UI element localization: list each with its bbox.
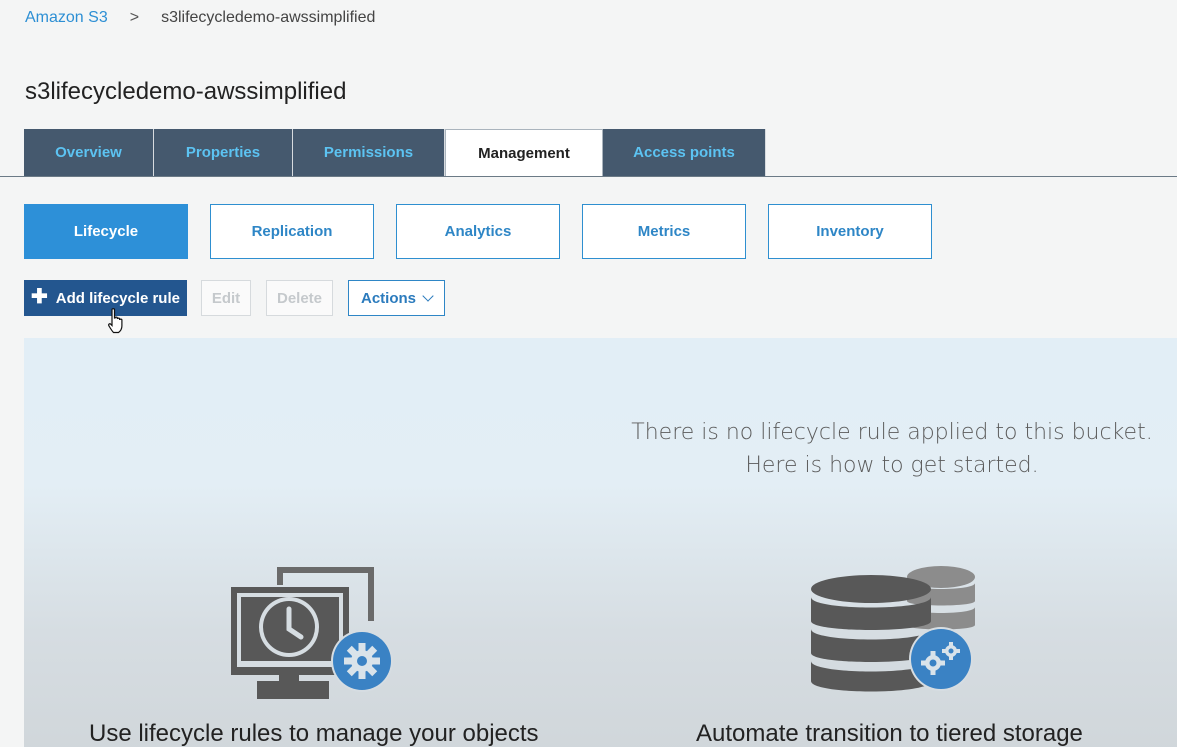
tab-permissions[interactable]: Permissions xyxy=(293,129,445,176)
empty-state-message: There is no lifecycle rule applied to th… xyxy=(624,416,1160,482)
page-title: s3lifecycledemo-awssimplified xyxy=(25,78,347,105)
breadcrumb-separator: > xyxy=(129,9,140,26)
monitor-clock-gear-icon xyxy=(231,567,393,699)
delete-button[interactable]: Delete xyxy=(266,280,333,316)
hand-pointer-cursor-icon xyxy=(108,308,123,334)
tab-divider xyxy=(0,176,1177,177)
subtab-inventory[interactable]: Inventory xyxy=(768,204,932,259)
lifecycle-toolbar: ✚ Add lifecycle rule Edit Delete Actions xyxy=(24,280,445,316)
chevron-down-icon xyxy=(422,289,434,302)
subtab-analytics[interactable]: Analytics xyxy=(396,204,560,259)
management-subtabs: Lifecycle Replication Analytics Metrics … xyxy=(24,204,932,259)
actions-label: Actions xyxy=(360,289,416,307)
subtab-replication[interactable]: Replication xyxy=(210,204,374,259)
feature-tiered-storage xyxy=(654,563,1134,699)
breadcrumb-amazon-s3-link[interactable]: Amazon S3 xyxy=(25,9,108,26)
database-gear-icon xyxy=(811,566,975,692)
breadcrumb-current: s3lifecycledemo-awssimplified xyxy=(161,9,376,26)
empty-state-line-1: There is no lifecycle rule applied to th… xyxy=(631,420,1153,445)
feature-lifecycle-rules xyxy=(74,563,554,703)
empty-state-line-2: Here is how to get started. xyxy=(745,453,1039,478)
feature-title-tiered-storage: Automate transition to tiered storage xyxy=(696,720,1083,747)
feature-title-lifecycle-rules: Use lifecycle rules to manage your objec… xyxy=(89,720,539,747)
edit-button[interactable]: Edit xyxy=(201,280,251,316)
plus-icon: ✚ xyxy=(31,286,48,308)
add-lifecycle-rule-label: Add lifecycle rule xyxy=(55,289,180,307)
actions-dropdown[interactable]: Actions xyxy=(348,280,445,316)
add-lifecycle-rule-button[interactable]: ✚ Add lifecycle rule xyxy=(24,280,187,316)
subtab-lifecycle[interactable]: Lifecycle xyxy=(24,204,188,259)
tab-overview[interactable]: Overview xyxy=(24,129,154,176)
empty-state-panel: There is no lifecycle rule applied to th… xyxy=(24,338,1177,747)
tab-management[interactable]: Management xyxy=(445,129,603,177)
breadcrumb: Amazon S3 > s3lifecycledemo-awssimplifie… xyxy=(25,9,375,27)
subtab-metrics[interactable]: Metrics xyxy=(582,204,746,259)
tab-access-points[interactable]: Access points xyxy=(603,129,766,176)
bucket-tabs: Overview Properties Permissions Manageme… xyxy=(24,129,766,177)
tab-properties[interactable]: Properties xyxy=(154,129,293,176)
